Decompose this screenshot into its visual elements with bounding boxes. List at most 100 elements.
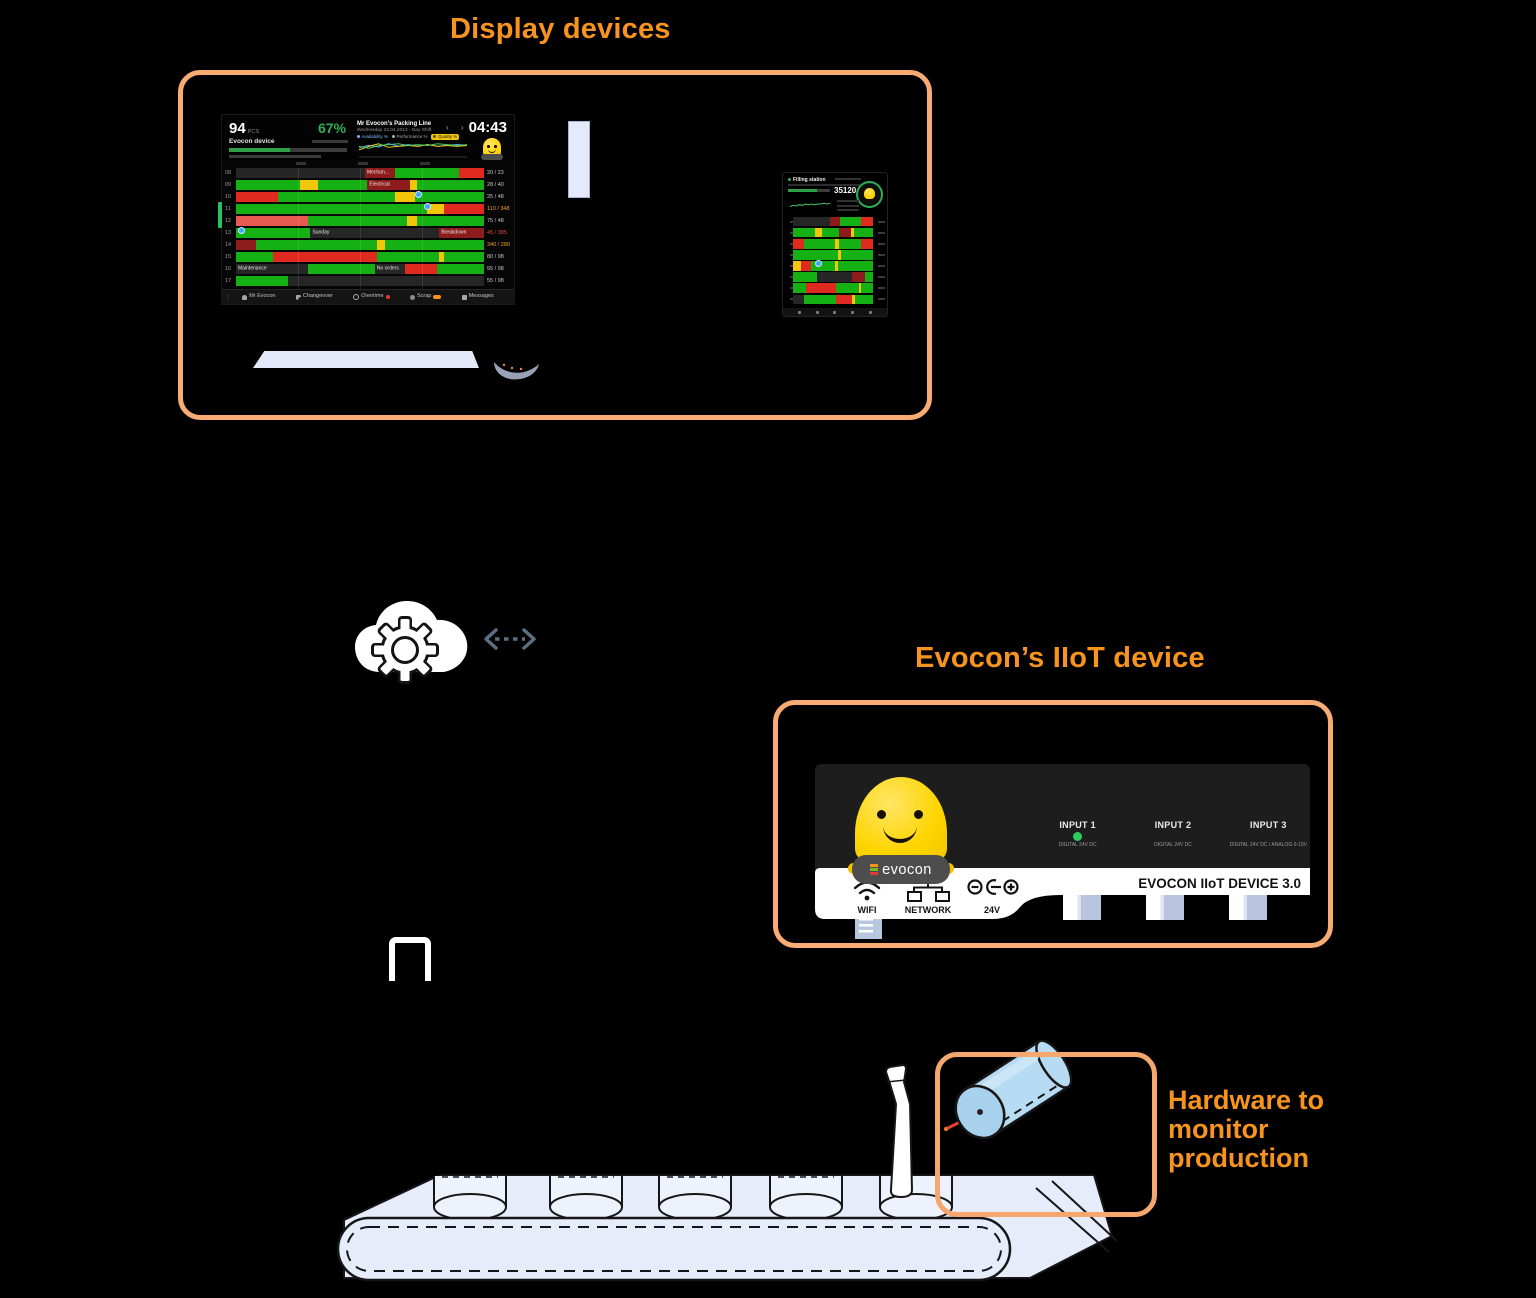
mascot-eye — [914, 810, 923, 819]
gantt-segment — [864, 272, 873, 282]
tablet-count: 35120 — [834, 186, 857, 195]
legend-label: Quality % — [437, 133, 458, 139]
gantt-segment — [840, 217, 861, 227]
gantt-segment — [407, 215, 417, 227]
gantt-segment — [837, 261, 873, 271]
mascot-eye — [487, 145, 490, 148]
display-devices-title: Display devices — [450, 13, 671, 45]
line-subtitle: Wednesday 24.04.2013 - Day Shift — [357, 128, 432, 133]
comment-marker[interactable] — [414, 190, 422, 198]
legend-item[interactable]: Availability % — [357, 133, 388, 140]
footer-item-mr-evocon[interactable]: Mr Evocon — [242, 294, 275, 300]
device-model-label: EVOCON IIoT DEVICE 3.0 — [1138, 876, 1301, 891]
mascot-dome — [864, 188, 875, 199]
mascot-smile — [883, 823, 917, 843]
gantt-count-value: 340 / 280 — [487, 242, 510, 249]
tablet-gantt-chart — [785, 217, 885, 307]
gantt-segment — [838, 239, 861, 249]
comment-marker[interactable] — [424, 202, 432, 210]
gantt-segment — [404, 263, 437, 275]
footer-item-changeover[interactable]: Changeover — [295, 294, 333, 300]
gantt-track — [236, 251, 484, 263]
gantt-hour-label: 08 — [225, 170, 232, 177]
gantt-segment — [255, 239, 378, 251]
gantt-segment — [273, 251, 378, 263]
gantt-segment — [829, 217, 841, 227]
gantt-hour-label — [785, 283, 793, 292]
gantt-track — [793, 294, 873, 304]
mascot-eye — [877, 810, 886, 819]
gantt-hour-label: 09 — [225, 182, 232, 189]
gantt-track — [793, 239, 873, 249]
gantt-count-value: 28 / 40 — [487, 182, 504, 189]
line-title: Mr Evocon’s Packing Line — [357, 121, 432, 127]
line-nav-arrows[interactable]: ‹ › — [446, 123, 469, 132]
gantt-segment — [414, 191, 484, 203]
gantt-segment — [317, 179, 368, 191]
gantt-hour-label: 12 — [225, 218, 232, 225]
gantt-segment — [793, 294, 805, 304]
overtime-icon — [353, 294, 360, 300]
input-led — [1030, 830, 1125, 842]
trend-legend: Availability %Performance % Quality % — [357, 133, 460, 140]
gantt-segment — [834, 261, 838, 271]
gantt-segment — [853, 228, 873, 238]
gantt-count-value: 55 / 98 — [487, 278, 504, 285]
monitor-footer-bar: Mr Evocon Changeover Overtime Scrap Messages — [222, 289, 514, 304]
network-label: NETWORK — [905, 905, 952, 915]
gantt-segment — [236, 215, 308, 227]
footer-item-overtime[interactable]: Overtime — [353, 293, 390, 300]
gantt-track: Electrical — [236, 179, 484, 191]
sync-arrow-icon — [484, 628, 536, 650]
gantt-segment — [278, 191, 395, 203]
footer-item-messages[interactable]: Messages — [461, 293, 494, 300]
gantt-segment: Breakdown — [439, 227, 484, 239]
legend-label: Availability % — [361, 133, 388, 139]
conveyor-illustration — [336, 1040, 1118, 1282]
gantt-segment — [834, 239, 839, 249]
menu-dots[interactable]: ⋮ — [225, 295, 231, 301]
comment-marker[interactable] — [238, 226, 246, 234]
gantt-hour-label — [785, 261, 793, 270]
footer-item-label: Overtime — [361, 293, 384, 300]
gantt-row — [785, 294, 885, 304]
gantt-segment — [793, 261, 801, 271]
gantt-hour-label: 11 — [225, 206, 231, 213]
gantt-segment — [793, 228, 816, 238]
legend-item[interactable]: Quality % — [431, 133, 460, 140]
legend-item[interactable]: Performance % — [391, 134, 427, 140]
gantt-count-value: 80 / 98 — [487, 254, 504, 261]
gantt-segment — [236, 168, 365, 179]
produced-unit: PCS — [247, 129, 259, 135]
gantt-segment — [821, 228, 840, 238]
gantt-hour-label: 13 — [225, 230, 232, 237]
gantt-count-value — [873, 239, 885, 248]
gantt-hour-label: 14 — [225, 242, 232, 249]
gantt-segment — [817, 272, 853, 282]
gantt-segment — [377, 239, 385, 251]
gantt-row — [785, 283, 885, 293]
conveyor-belt-dashes — [346, 1226, 1002, 1272]
gantt-segment — [793, 239, 805, 249]
shift-progress-bar — [229, 148, 347, 152]
gear-icon — [371, 616, 439, 684]
gantt-segment — [307, 263, 375, 275]
gantt-segment — [417, 179, 484, 191]
gantt-segment — [236, 191, 279, 203]
footer-item-label: Scrap — [416, 293, 432, 300]
gantt-hour-label: 16 — [225, 266, 232, 273]
tablet-footer-bar — [783, 308, 887, 316]
axis-tick — [419, 162, 430, 165]
footer-item-scrap[interactable]: Scrap — [409, 293, 442, 300]
comment-marker[interactable] — [815, 260, 823, 268]
gantt-count-value — [873, 295, 885, 304]
gantt-track — [793, 260, 873, 271]
gantt-segment — [801, 261, 811, 271]
footer-item-label: Messages — [468, 293, 494, 300]
